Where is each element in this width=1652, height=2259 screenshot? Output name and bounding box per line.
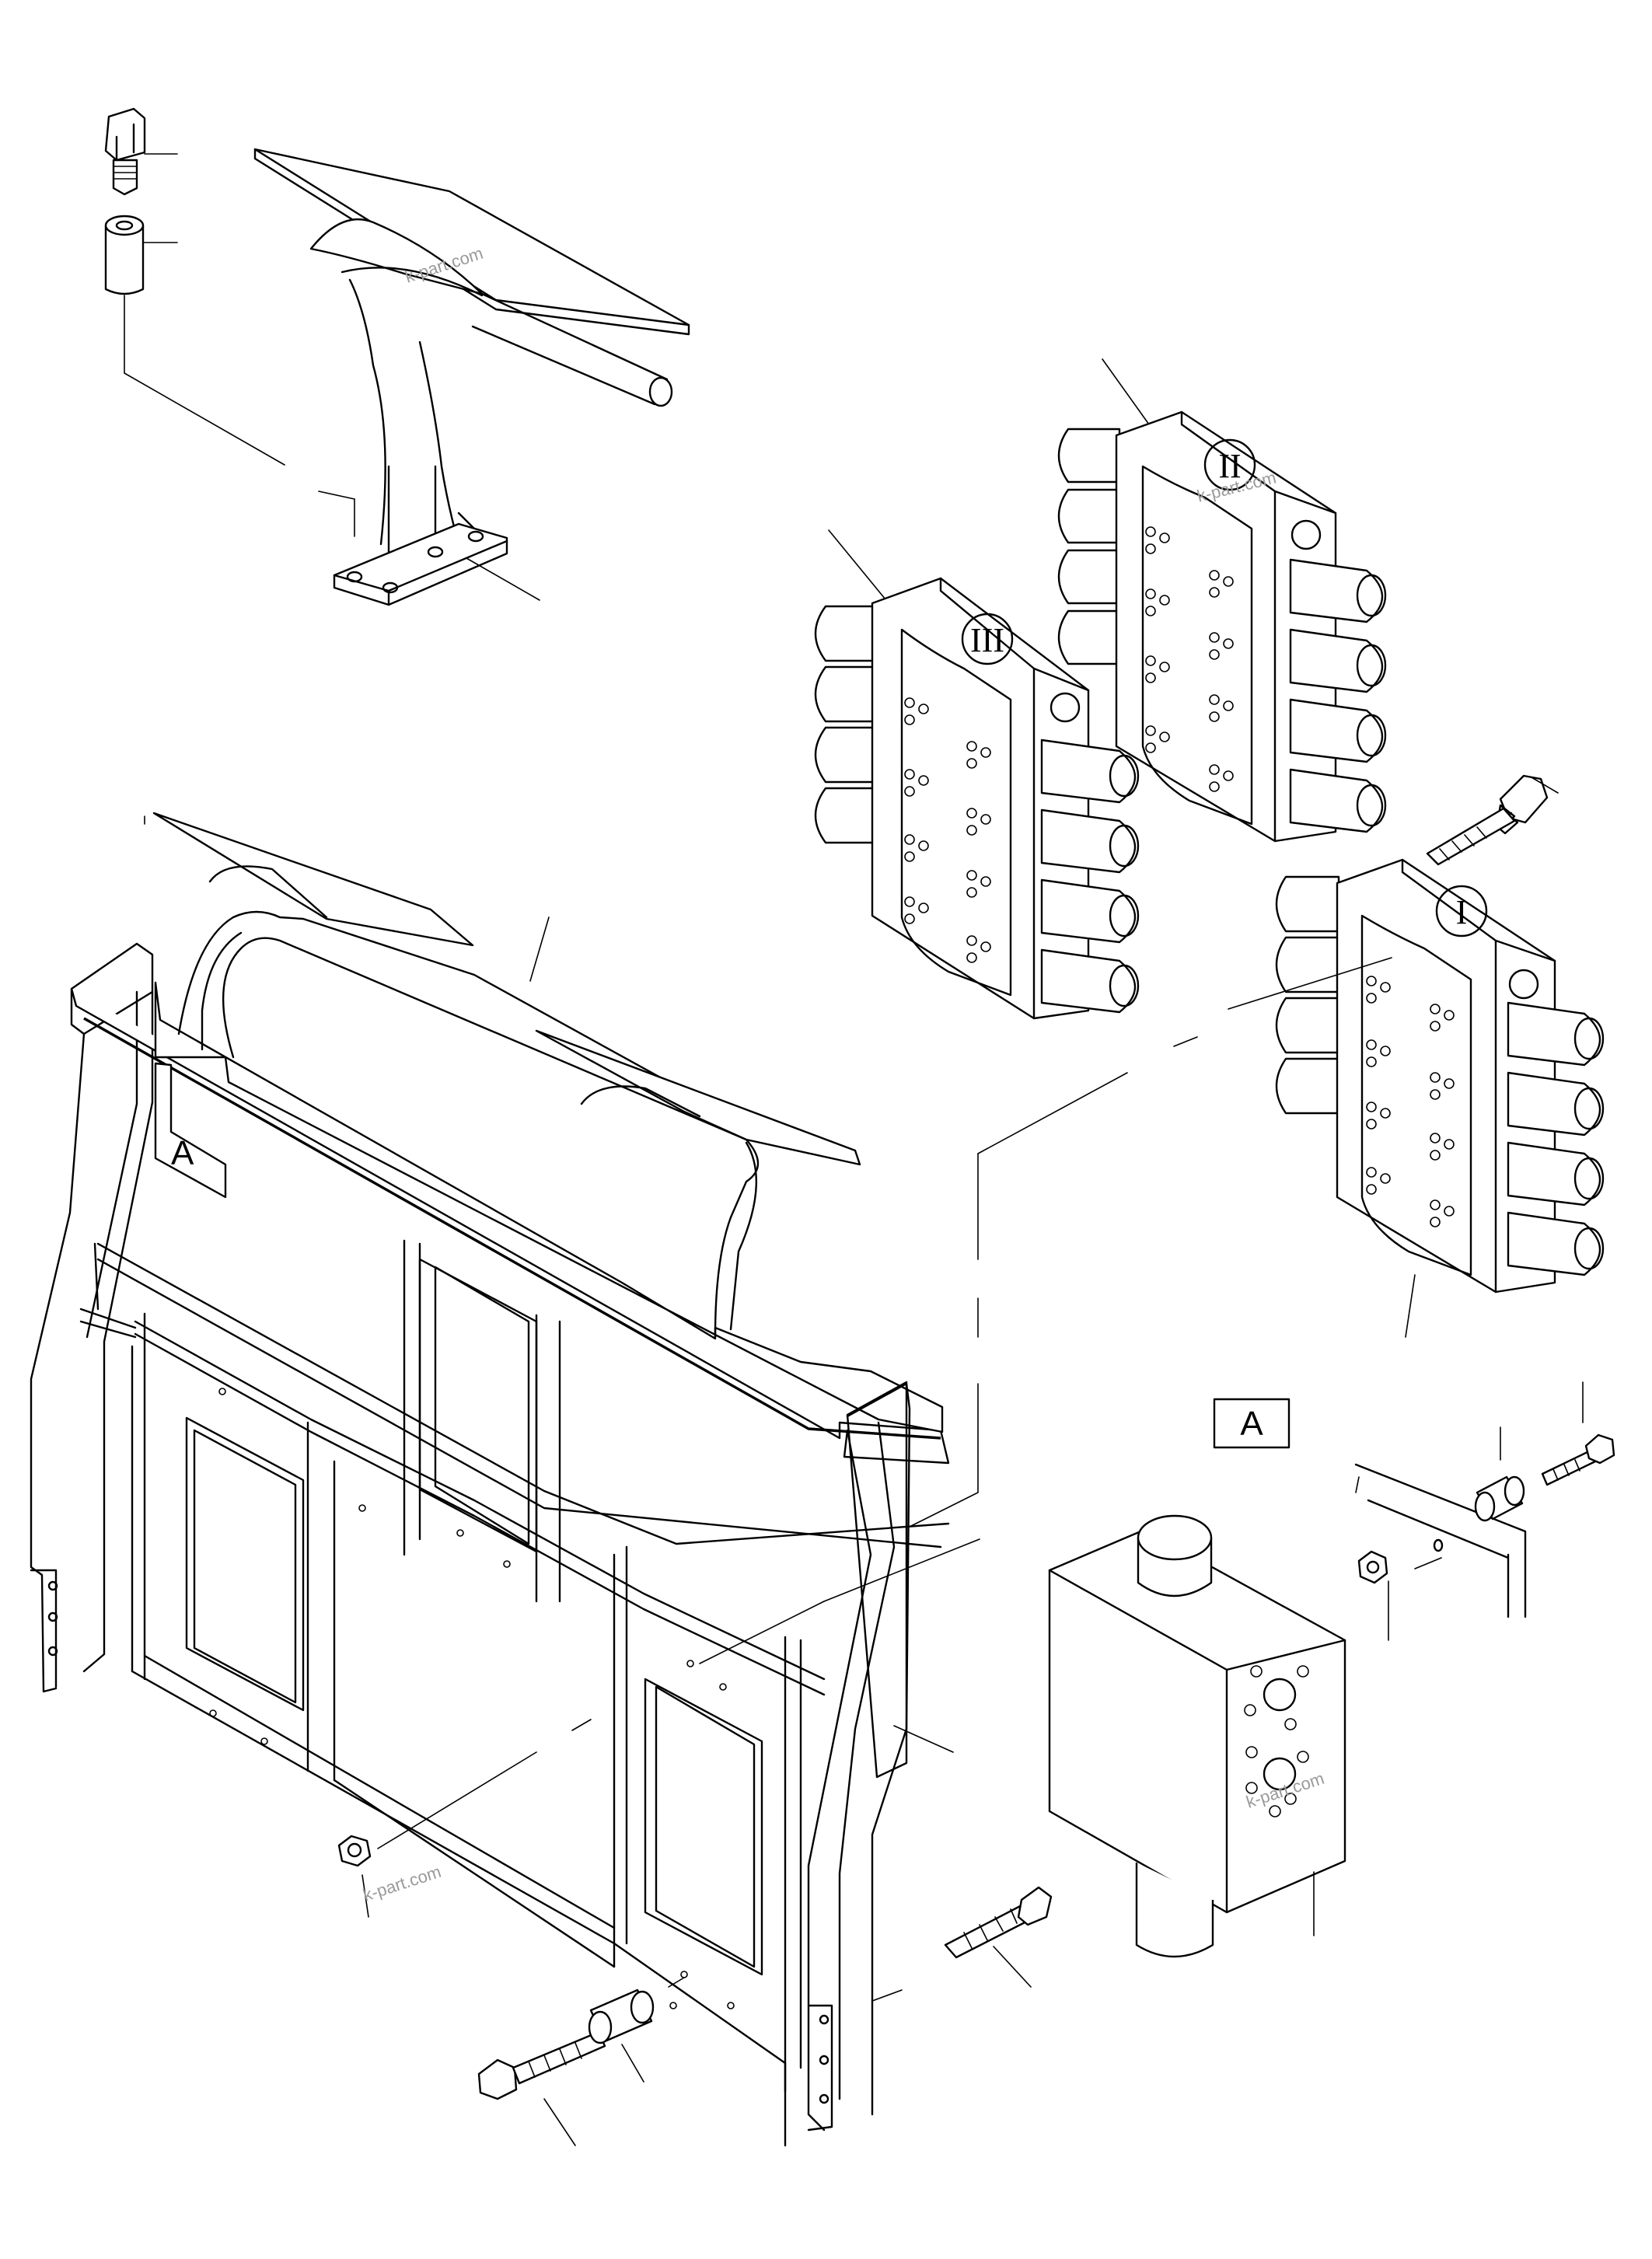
nut-frame-lower	[337, 1835, 372, 1918]
valve-iii-label: III	[970, 621, 1004, 659]
bolt-valve-mount	[1426, 774, 1559, 866]
bolt-frame-lower-left	[477, 2030, 606, 2146]
nut-centerline	[377, 1601, 825, 1849]
valve-block-iii: III	[814, 529, 1140, 1020]
spacer-top-left	[104, 215, 145, 295]
bracket-top-left	[253, 148, 690, 606]
bolt-frame-lower-right	[944, 1886, 1053, 1988]
spacer-frame-lower-left	[588, 1977, 685, 2083]
frame-detail-a-label: A	[171, 1134, 194, 1172]
valve-block-i: I	[1275, 858, 1605, 1338]
valve-ii-label: II	[1218, 447, 1241, 485]
detail-a-box	[1213, 1398, 1291, 1449]
valve-i-label: I	[1456, 893, 1468, 931]
bolt-top-left	[104, 107, 146, 196]
detail-a: A	[1048, 1381, 1615, 1958]
cab-support-frame: A	[30, 812, 980, 2147]
leader-lines-top-left	[124, 153, 540, 601]
valve-block-ii: II	[1057, 358, 1387, 843]
assembly-centerlines	[909, 957, 1392, 1528]
watermark-3: k-part.com	[361, 1862, 444, 1905]
detail-a-box-label: A	[1240, 1405, 1263, 1443]
